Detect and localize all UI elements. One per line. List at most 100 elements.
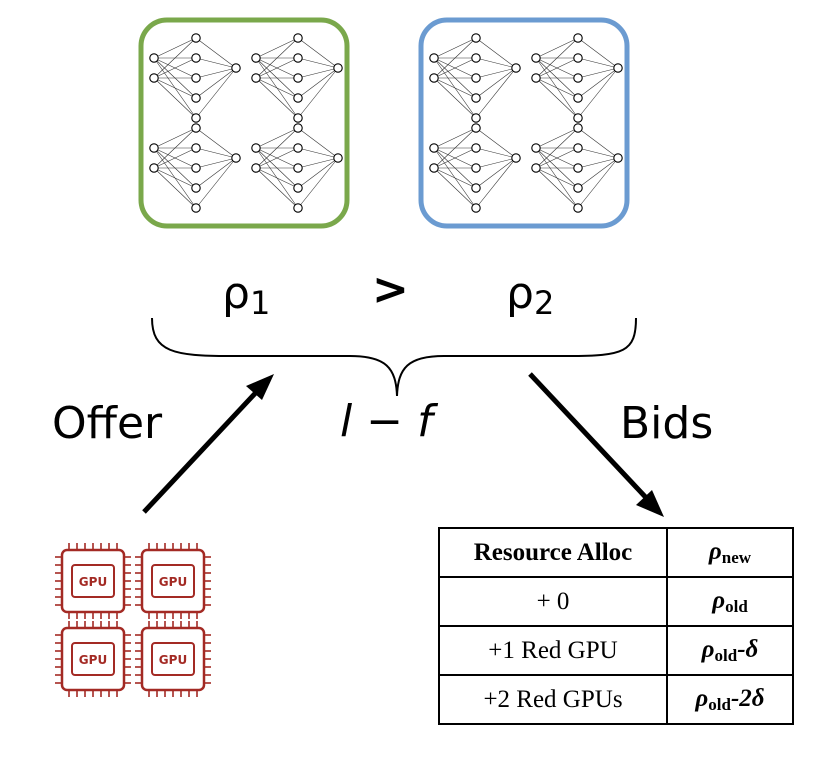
network-edge xyxy=(255,77,299,99)
network-node xyxy=(191,93,201,103)
network-node xyxy=(191,33,201,43)
network-edge xyxy=(577,67,619,119)
gpu-text: GPU xyxy=(159,575,187,589)
network-edge xyxy=(535,127,579,149)
network-node xyxy=(429,53,439,63)
network-edge xyxy=(195,157,237,189)
network-edge xyxy=(433,167,477,209)
network-edge xyxy=(433,37,477,59)
network-node xyxy=(573,113,583,123)
network-edge xyxy=(475,67,517,79)
network-node xyxy=(613,153,623,163)
alloc-cell: +2 Red GPUs xyxy=(438,674,668,725)
network-edge xyxy=(535,167,579,209)
network-node xyxy=(429,143,439,153)
header-rho-new: ρnew xyxy=(666,527,794,578)
network-edge xyxy=(475,147,517,159)
network-edge xyxy=(433,77,477,119)
network-node xyxy=(293,183,303,193)
network-edge xyxy=(475,127,517,159)
neural-network-icon xyxy=(531,33,623,123)
network-node xyxy=(511,153,521,163)
gpu-inner xyxy=(71,564,115,598)
bids-table: Resource Alloc ρnew + 0 ρold +1 Red GPU … xyxy=(438,527,794,725)
network-node xyxy=(251,163,261,173)
network-node xyxy=(531,163,541,173)
neural-network-icon xyxy=(149,123,241,213)
neural-network-icon xyxy=(429,123,521,213)
network-node xyxy=(471,143,481,153)
network-edge xyxy=(577,157,619,189)
network-edge xyxy=(297,67,339,79)
network-edge xyxy=(433,37,477,79)
network-node xyxy=(471,53,481,63)
network-edge xyxy=(475,57,517,69)
network-edge xyxy=(297,37,339,69)
network-edge xyxy=(153,147,197,169)
network-node xyxy=(191,163,201,173)
network-edge xyxy=(195,67,237,99)
neural-network-icon xyxy=(251,123,343,213)
network-node xyxy=(471,93,481,103)
network-edge xyxy=(195,67,237,119)
network-edge xyxy=(535,37,579,79)
network-edge xyxy=(195,157,237,209)
network-node xyxy=(293,143,303,153)
network-edge xyxy=(577,157,619,169)
network-edge xyxy=(475,67,517,99)
network-node xyxy=(471,183,481,193)
network-edge xyxy=(535,37,579,59)
table-header-row: Resource Alloc ρnew xyxy=(438,527,794,578)
gpu-chip-icon: GPU xyxy=(135,621,211,697)
network-edge xyxy=(475,157,517,209)
network-edge xyxy=(433,127,477,169)
network-node xyxy=(333,63,343,73)
network-node xyxy=(191,203,201,213)
network-edge xyxy=(195,157,237,169)
network-node xyxy=(471,113,481,123)
network-node xyxy=(573,183,583,193)
network-node xyxy=(191,143,201,153)
network-edge xyxy=(577,57,619,69)
alloc-cell: +1 Red GPU xyxy=(438,625,668,676)
network-edge xyxy=(577,127,619,159)
network-edge xyxy=(433,167,477,189)
header-resource-alloc: Resource Alloc xyxy=(438,527,668,578)
network-edge xyxy=(577,157,619,209)
gpu-text: GPU xyxy=(79,653,107,667)
network-node xyxy=(231,153,241,163)
network-node xyxy=(573,143,583,153)
network-edge xyxy=(577,67,619,79)
network-edge xyxy=(153,127,197,169)
network-edge xyxy=(433,127,477,149)
network-node xyxy=(511,63,521,73)
network-edge xyxy=(535,167,579,189)
network-edge xyxy=(577,147,619,159)
gpu-chip-icon: GPU xyxy=(135,543,211,619)
gpu-text: GPU xyxy=(79,575,107,589)
network-edge xyxy=(475,157,517,189)
network-edge xyxy=(153,37,197,59)
rho-cell: ρold-2δ xyxy=(666,674,794,725)
curly-brace xyxy=(151,317,637,397)
network-node xyxy=(573,123,583,133)
neural-network-icon xyxy=(149,33,241,123)
network-node xyxy=(293,33,303,43)
network-node xyxy=(293,93,303,103)
network-edge xyxy=(153,127,197,149)
network-node xyxy=(149,163,159,173)
network-node xyxy=(471,163,481,173)
network-edge xyxy=(255,167,299,209)
offer-arrowhead xyxy=(246,374,274,400)
network-node xyxy=(149,143,159,153)
gpu-text: GPU xyxy=(159,653,187,667)
neural-network-icon xyxy=(429,33,521,123)
network-edge xyxy=(153,57,197,79)
network-node xyxy=(293,113,303,123)
network-node xyxy=(251,73,261,83)
network-node xyxy=(429,163,439,173)
network-node xyxy=(471,123,481,133)
network-node xyxy=(293,123,303,133)
network-edge xyxy=(195,67,237,79)
network-edge xyxy=(255,127,299,149)
